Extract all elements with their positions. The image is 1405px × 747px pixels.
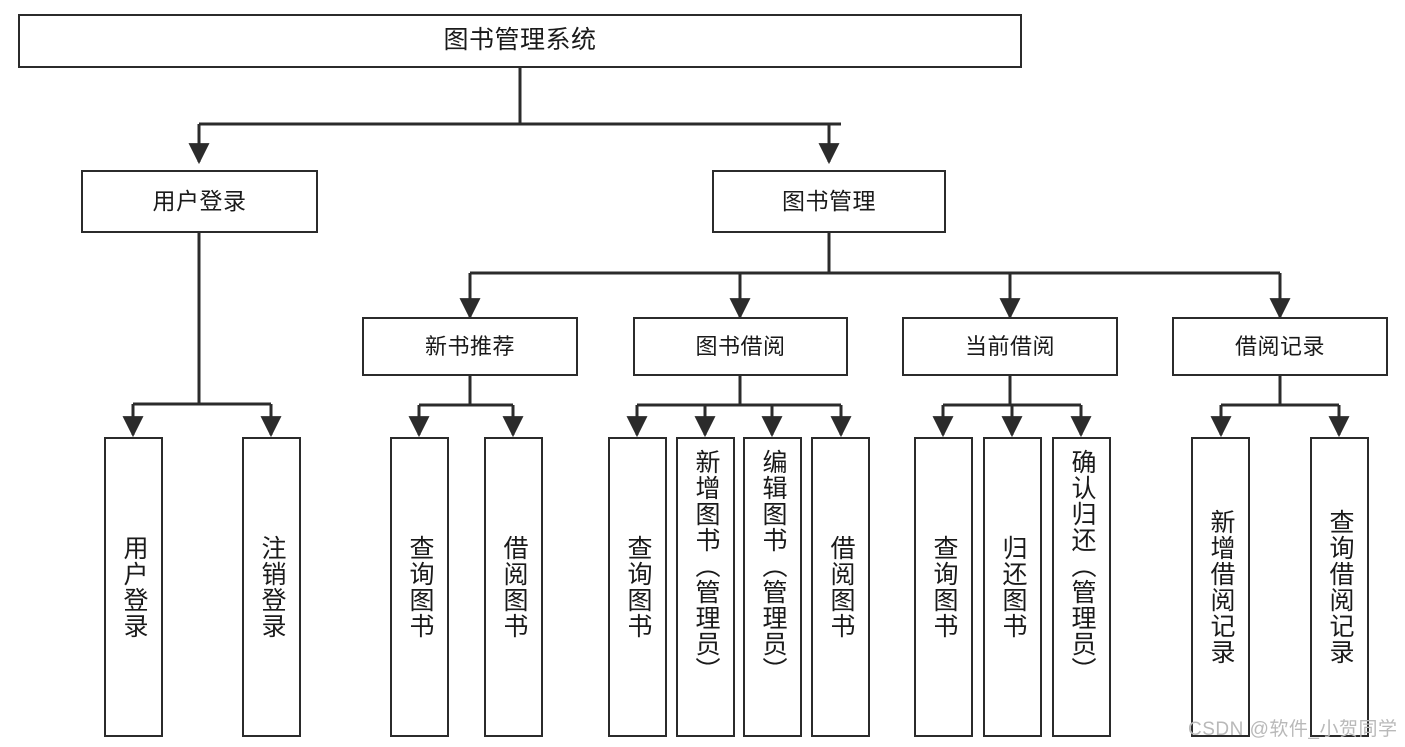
leaf-borrow-query-book[interactable]: 查询图书	[608, 437, 667, 737]
leaf-borrow-add-book-admin[interactable]: 新增图书（管理员）	[676, 437, 735, 737]
node-book-borrow[interactable]: 图书借阅	[633, 317, 848, 376]
node-label: 注销登录	[258, 535, 286, 639]
leaf-current-query-book[interactable]: 查询图书	[914, 437, 973, 737]
node-current-borrow[interactable]: 当前借阅	[902, 317, 1118, 376]
leaf-user-login-logout[interactable]: 注销登录	[242, 437, 301, 737]
leaf-recommend-query-book[interactable]: 查询图书	[390, 437, 449, 737]
node-root-system[interactable]: 图书管理系统	[18, 14, 1022, 68]
node-label: 查询图书	[624, 535, 652, 639]
node-label: 确认归还（管理员）	[1068, 449, 1096, 683]
node-label: 借阅图书	[827, 535, 855, 639]
node-label: 借阅图书	[500, 535, 528, 639]
node-label: 图书管理	[782, 187, 876, 214]
node-label: 查询借阅记录	[1326, 509, 1354, 665]
node-label: 用户登录	[152, 187, 247, 214]
node-label: 用户登录	[120, 535, 148, 639]
leaf-record-add-record[interactable]: 新增借阅记录	[1191, 437, 1250, 737]
node-label: 图书管理系统	[443, 26, 597, 55]
leaf-current-return-book[interactable]: 归还图书	[983, 437, 1042, 737]
node-label: 新书推荐	[424, 333, 515, 359]
node-label: 编辑图书（管理员）	[759, 449, 787, 683]
node-label: 查询图书	[406, 535, 434, 639]
node-label: 查询图书	[930, 535, 958, 639]
node-borrow-record[interactable]: 借阅记录	[1172, 317, 1388, 376]
node-label: 新增借阅记录	[1207, 509, 1235, 665]
leaf-recommend-borrow-book[interactable]: 借阅图书	[484, 437, 543, 737]
leaf-record-query-record[interactable]: 查询借阅记录	[1310, 437, 1369, 737]
leaf-borrow-borrow-book[interactable]: 借阅图书	[811, 437, 870, 737]
node-label: 归还图书	[999, 535, 1027, 639]
leaf-user-login-login[interactable]: 用户登录	[104, 437, 163, 737]
node-label: 当前借阅	[964, 333, 1055, 359]
node-label: 新增图书（管理员）	[692, 449, 720, 683]
node-label: 借阅记录	[1234, 333, 1325, 359]
node-user-login[interactable]: 用户登录	[81, 170, 318, 233]
watermark: CSDN @软件_小贺同学	[1188, 719, 1398, 740]
node-new-book-recommend[interactable]: 新书推荐	[362, 317, 578, 376]
node-book-management[interactable]: 图书管理	[712, 170, 946, 233]
leaf-borrow-edit-book-admin[interactable]: 编辑图书（管理员）	[743, 437, 802, 737]
node-label: 图书借阅	[695, 333, 786, 359]
leaf-current-confirm-return-admin[interactable]: 确认归还（管理员）	[1052, 437, 1111, 737]
